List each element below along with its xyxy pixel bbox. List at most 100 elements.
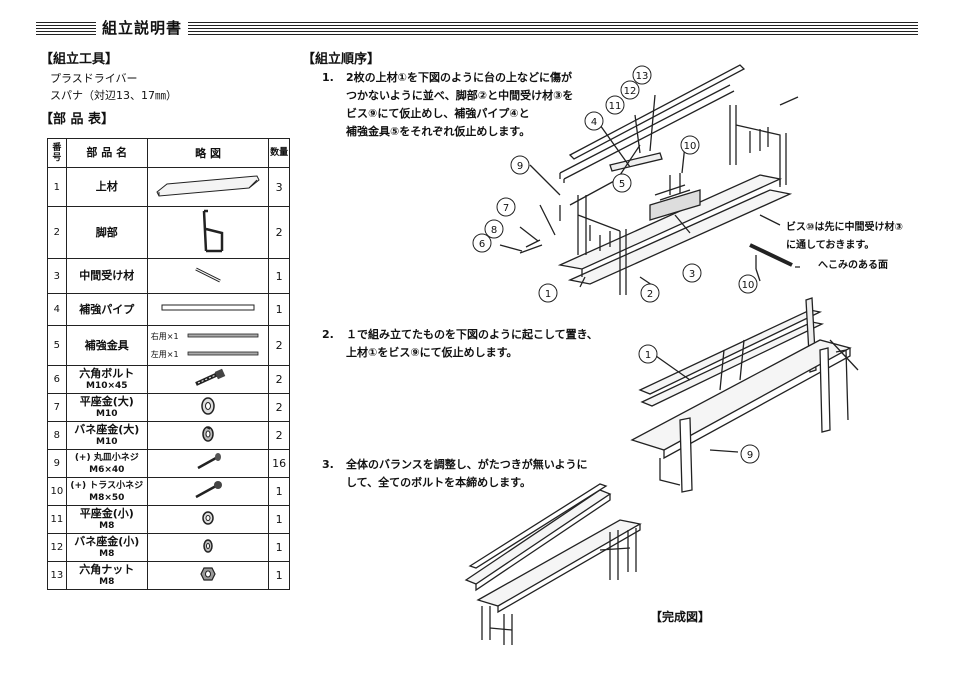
step2-line: １で組み立てたものを下図のように起こして置き、 [346,328,598,341]
row-name-cell: (+) トラス小ネジ M8×50 [65,477,148,506]
callout-d2-9: 9 [747,450,753,461]
row-no: 12 [47,533,67,562]
row-spec: M10 [96,436,118,447]
row-qty: 1 [268,533,290,562]
row-name: 六角ナット [79,562,135,576]
row-qty: 1 [268,293,290,326]
row-name: 脚部 [65,206,148,259]
row-no: 6 [47,365,67,394]
row-name: 補強パイプ [65,293,148,326]
hex-bolt-figure [146,365,270,394]
row-no: 3 [47,258,67,294]
tools-heading: 【組立工具】 [40,52,119,67]
washer-large-figure [146,393,270,422]
completed-bench-diagram [464,483,642,645]
row-qty: 2 [268,393,290,422]
row-qty: 2 [268,325,290,366]
table-row: 3 中間受け材 1 [47,258,290,294]
row-name: 上材 [65,167,148,207]
callout-13: 13 [636,71,649,82]
callout-10b: 10 [742,280,755,291]
row-spec: M6×40 [89,465,125,475]
step2-num: 2. [322,328,334,341]
table-row: 2 脚部 2 [47,206,290,259]
step1-num: 1. [322,71,334,84]
callout-7: 7 [503,203,509,214]
row-name: (+) トラス小ネジ [70,481,144,491]
tool-item-2: スパナ（対辺13、17㎜） [50,89,177,102]
step1-line: 2枚の上材①を下図のように台の上などに傷が [346,71,572,84]
header-rule-right [188,22,918,36]
note-screw-10: ビス⑩は先に中間受け材③ に通しておきます。 [786,219,903,255]
row-name-cell: バネ座金(大)M10 [65,421,148,450]
brace-figure: 右用×1 左用×1 [146,325,270,366]
row-name-cell: 平座金(大)M10 [65,393,148,422]
table-row: 7 平座金(大)M10 2 [47,393,290,422]
flat-screw-figure [146,449,270,478]
step3-num: 3. [322,458,334,471]
row-no: 10 [47,477,67,506]
row-qty: 1 [268,505,290,534]
crossbar-figure [146,258,270,294]
row-name: 補強金具 [65,325,148,366]
row-name-cell: 平座金(小)M8 [65,505,148,534]
step1-line: ビス⑨にて仮止めし、補強パイプ④と [346,107,530,120]
row-no: 2 [47,206,67,259]
callout-2: 2 [647,289,653,300]
step2-text: １で組み立てたものを下図のように起こして置き、 上材①をビス⑨にて仮止めします。 [346,326,598,362]
row-spec: M8×50 [89,493,125,503]
callout-1: 1 [545,289,551,300]
row-qty: 2 [268,421,290,450]
table-row: 5 補強金具 右用×1 左用×1 2 [47,325,290,366]
callout-8: 8 [491,225,497,236]
brace-left-label: 左用×1 [150,349,179,359]
page-title: 組立説明書 [102,19,183,37]
table-row: 1 上材 3 [47,167,290,207]
callout-12: 12 [624,86,637,97]
col-name: 部 品 名 [65,138,148,168]
row-name: 平座金(大) [79,394,134,408]
truss-screw-figure [146,477,270,506]
row-name: バネ座金(小) [74,534,140,548]
row-qty: 2 [268,206,290,259]
parts-heading: 【部 品 表】 [40,112,115,127]
note-line: に通しておきます。 [786,240,875,251]
spring-washer-small-figure [146,533,270,562]
callout-4: 4 [591,117,597,128]
callout-10: 10 [684,141,697,152]
row-qty: 16 [268,449,290,478]
row-no: 9 [47,449,67,478]
row-spec: M10×45 [85,380,128,391]
row-name: バネ座金(大) [74,422,140,436]
step3-line: 全体のバランスを調整し、がたつきが無いように [346,458,588,471]
table-row: 4 補強パイプ 1 [47,293,290,326]
row-no: 11 [47,505,67,534]
col-no: 番号 [47,138,67,168]
callout-11: 11 [609,101,622,112]
row-no: 4 [47,293,67,326]
col-figure: 略 図 [146,138,270,168]
assembly-diagram-2: 1 9 [630,297,859,493]
pipe-figure [146,293,270,326]
row-spec: M8 [99,548,115,559]
hex-nut-figure [146,561,270,590]
table-row: 8 バネ座金(大)M10 2 [47,421,290,450]
header-rule-left [36,22,96,36]
table-row: 12 バネ座金(小)M8 1 [47,533,290,562]
callout-9: 9 [517,161,523,172]
callout-3: 3 [689,269,695,280]
row-no: 13 [47,561,67,590]
parts-table: 番号 部 品 名 略 図 数量 1 上材 3 2 脚部 2 3 中間受け材 1 … [47,138,290,590]
row-spec: M10 [96,408,118,419]
row-name-cell: バネ座金(小)M8 [65,533,148,562]
step1-line: つかないように並べ、脚部②と中間受け材③を [346,89,574,102]
table-row: 11 平座金(小)M8 1 [47,505,290,534]
step3-text: 全体のバランスを調整し、がたつきが無いように して、全てのボルトを本締めします。 [346,456,588,492]
col-qty: 数量 [268,138,290,168]
washer-small-figure [146,505,270,534]
